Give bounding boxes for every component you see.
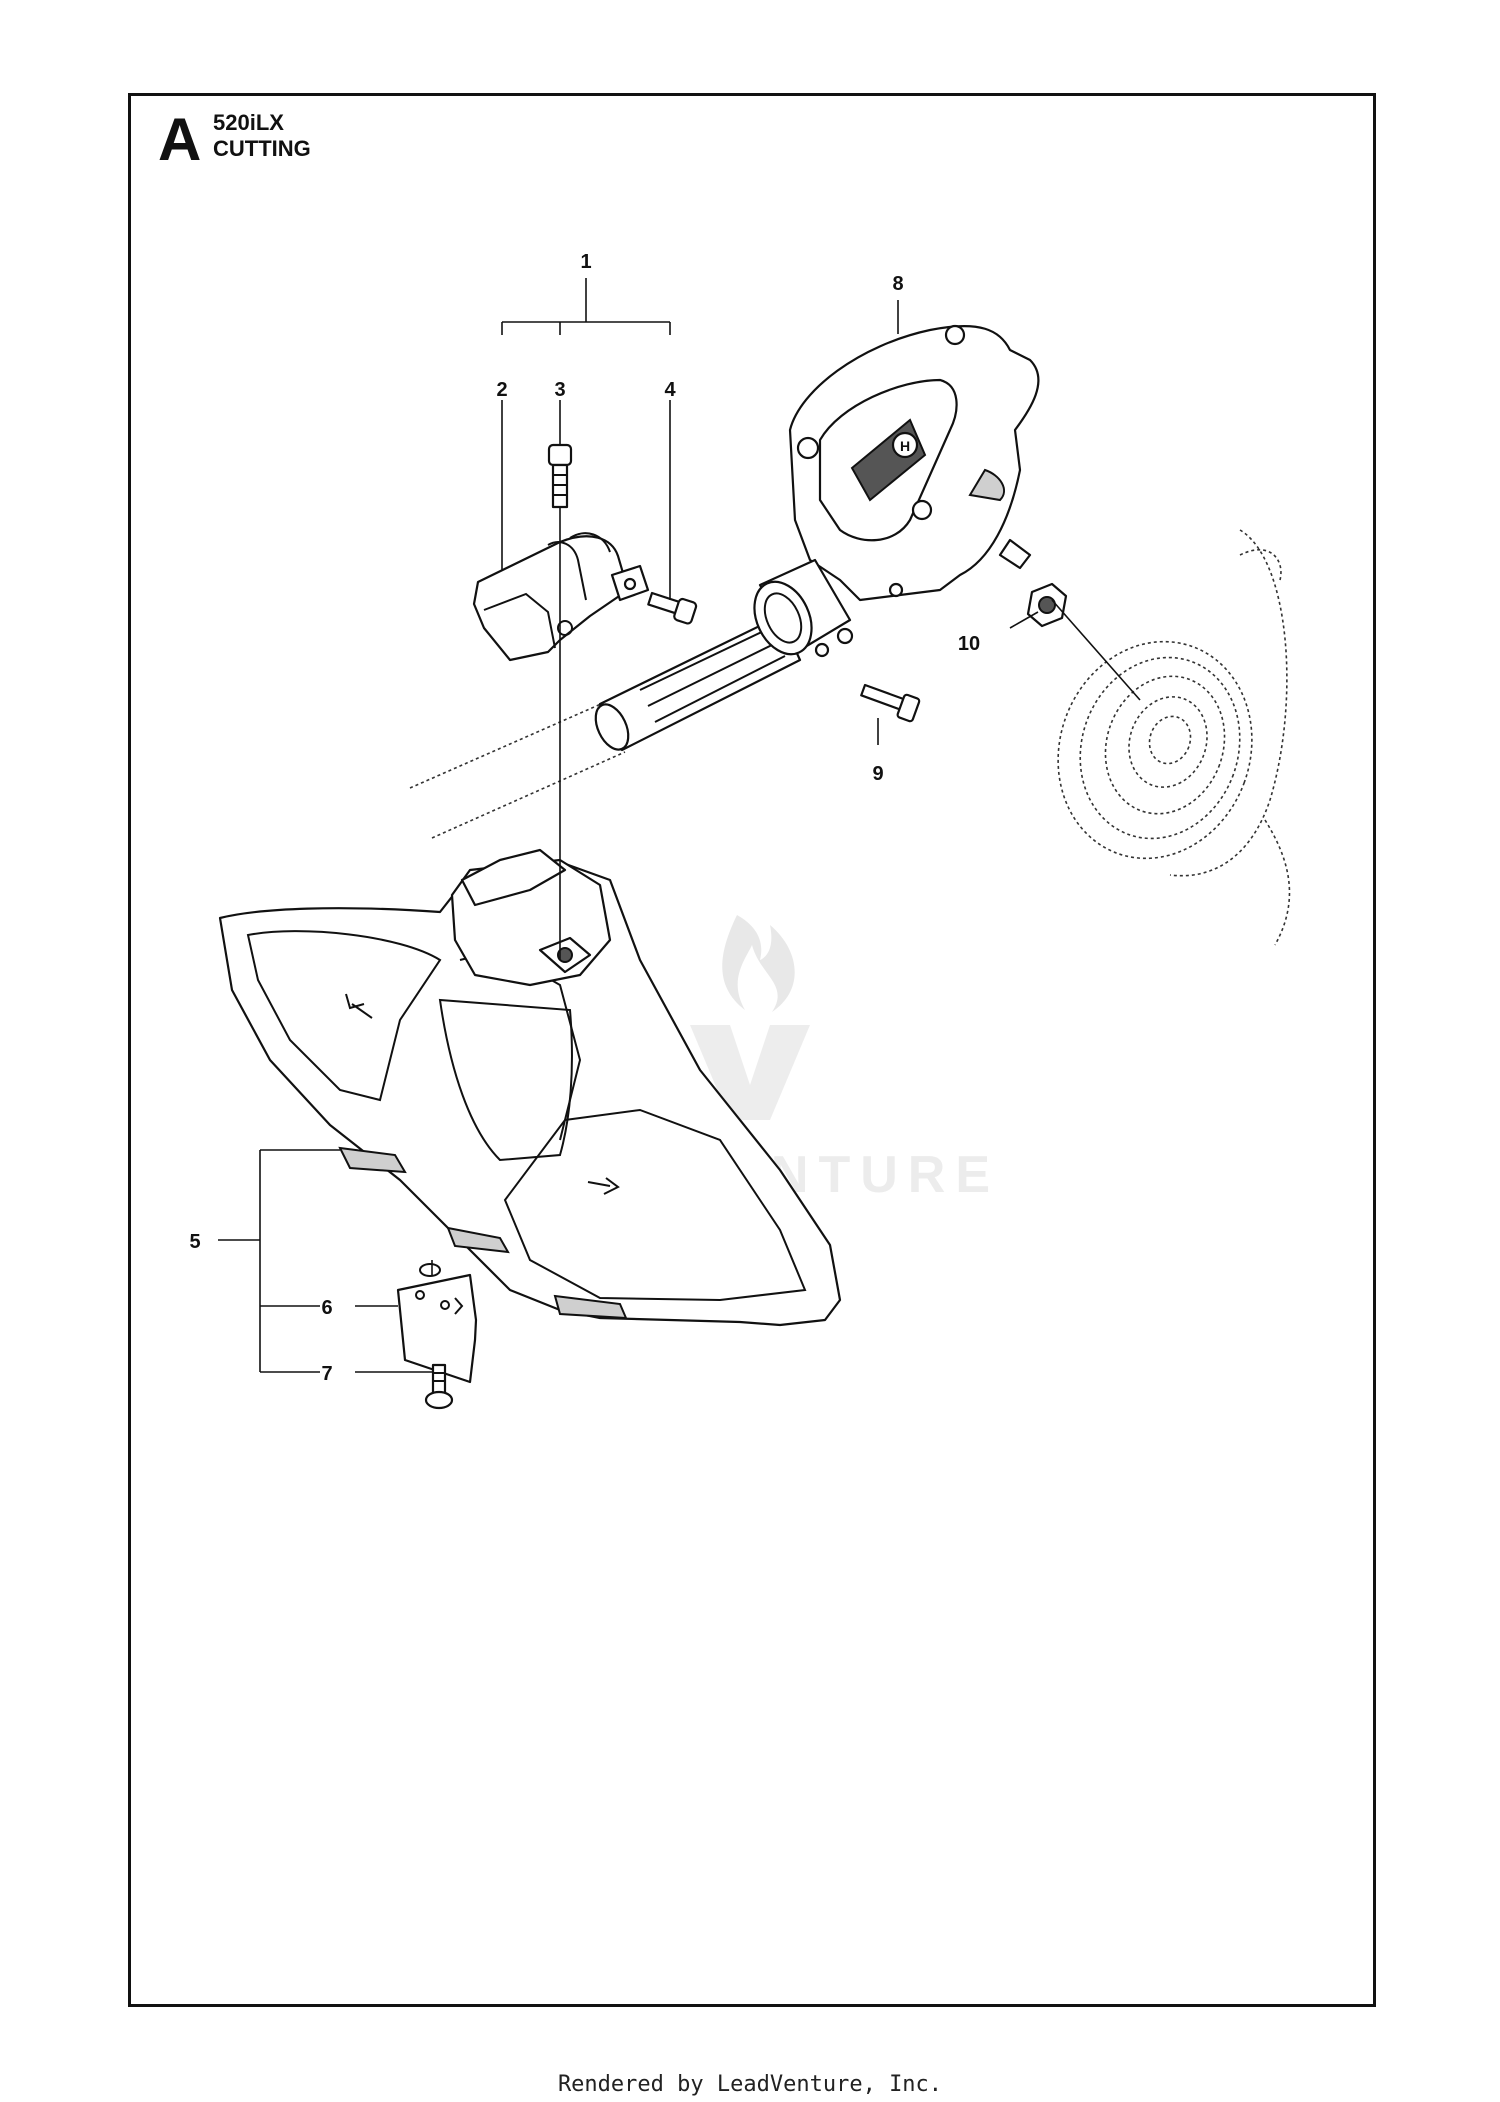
shaft [409,614,802,839]
leader-lines [218,278,1141,1373]
callout-10: 10 [958,633,980,655]
trimmer-head [1057,529,1291,946]
blade-screw [424,1363,454,1410]
callout-5: 5 [189,1231,200,1253]
grass-guard [218,848,842,1327]
svg-text:H: H [900,438,910,454]
model-name: 520iLX [213,110,284,135]
diagram-frame [128,93,1376,2007]
callouts: 1 2 3 4 5 6 7 8 9 10 [189,251,980,1385]
section-letter: A [158,106,202,173]
callout-6: 6 [321,1297,332,1319]
gear-head: H [753,324,1040,658]
callout-1: 1 [580,251,591,273]
bolt [860,683,921,723]
shaft-clamp [472,443,698,662]
callout-2: 2 [496,379,507,401]
line-cutter-blade [396,1263,478,1384]
footer-credit: Rendered by LeadVenture, Inc. [557,2072,943,2097]
callout-8: 8 [892,273,903,295]
section-title: CUTTING [213,136,311,161]
callout-9: 9 [872,763,883,785]
nut [1026,582,1068,628]
callout-7: 7 [321,1363,332,1385]
callout-3: 3 [554,379,565,401]
callout-4: 4 [664,379,676,401]
